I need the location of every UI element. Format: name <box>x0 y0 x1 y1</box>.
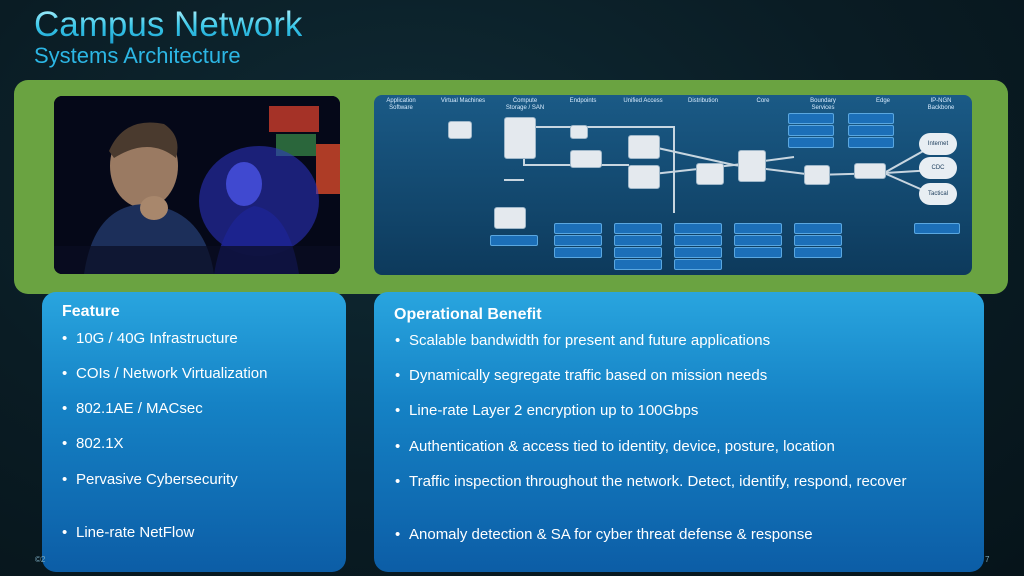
column-header: Core <box>756 98 770 104</box>
benefit-item: •Anomaly detection & SA for cyber threat… <box>395 526 813 543</box>
core-switch-icon <box>738 150 766 182</box>
diagram-box <box>734 235 782 246</box>
column-header: Boundary Services <box>810 98 836 111</box>
slide-title-block: Campus Network Systems Architecture <box>34 6 302 68</box>
diagram-box <box>490 235 538 246</box>
column-header: Compute Storage / SAN <box>505 98 545 111</box>
endpoint-group-icon <box>570 150 602 168</box>
feature-item: •802.1AE / MACsec <box>62 400 203 417</box>
diagram-box <box>794 223 842 234</box>
diagram-box <box>614 235 662 246</box>
diagram-box <box>614 247 662 258</box>
diagram-box <box>734 247 782 258</box>
diagram-box <box>848 125 894 136</box>
benefit-heading: Operational Benefit <box>394 306 542 323</box>
feature-item: •COIs / Network Virtualization <box>62 365 268 382</box>
page-number: 7 <box>985 555 990 564</box>
column-header: IP-NGN Backbone <box>927 98 955 111</box>
column-header: Edge <box>875 98 890 104</box>
column-header: Application Software <box>386 98 416 111</box>
feature-item: •10G / 40G Infrastructure <box>62 330 238 347</box>
slide-title: Campus Network <box>34 5 303 44</box>
diagram-box <box>794 247 842 258</box>
diagram-box <box>794 235 842 246</box>
column-header: Distribution <box>687 98 718 104</box>
diagram-box <box>554 247 602 258</box>
feature-heading: Feature <box>62 303 120 320</box>
column-header: Unified Access <box>623 98 663 104</box>
diagram-box <box>734 223 782 234</box>
diagram-box <box>614 223 662 234</box>
server-rack-icon <box>504 117 536 159</box>
benefit-card: Operational Benefit •Scalable bandwidth … <box>374 292 984 572</box>
diagram-box <box>788 137 834 148</box>
diagram-box <box>614 259 662 270</box>
operator-photo-illustration <box>54 96 340 274</box>
diagram-box <box>674 223 722 234</box>
diagram-box <box>914 223 960 234</box>
diagram-box <box>554 235 602 246</box>
feature-item: •802.1X <box>62 435 124 452</box>
diagram-box <box>848 137 894 148</box>
cdc-cloud: CDC <box>919 157 957 179</box>
internet-cloud: Internet <box>919 133 957 155</box>
benefit-item: •Dynamically segregate traffic based on … <box>395 367 768 384</box>
endpoint-icon <box>570 125 588 139</box>
column-header: Virtual Machines <box>440 98 486 104</box>
feature-item: •Pervasive Cybersecurity <box>62 471 238 488</box>
feature-item: •Line-rate NetFlow <box>62 524 195 541</box>
architecture-diagram: Application Software Virtual Machines Co… <box>374 95 972 275</box>
diagram-box <box>674 259 722 270</box>
storage-icon <box>494 207 526 229</box>
distribution-switch-icon <box>696 163 724 185</box>
access-switch-icon <box>628 165 660 189</box>
diagram-box <box>788 125 834 136</box>
diagram-box <box>554 223 602 234</box>
diagram-box <box>674 235 722 246</box>
access-switch-icon <box>628 135 660 159</box>
edge-router-icon <box>854 163 886 179</box>
diagram-box <box>788 113 834 124</box>
diagram-box <box>674 247 722 258</box>
diagram-box <box>848 113 894 124</box>
benefit-item: •Line-rate Layer 2 encryption up to 100G… <box>395 402 699 419</box>
benefit-item: •Authentication & access tied to identit… <box>395 438 835 455</box>
slide-subtitle: Systems Architecture <box>34 43 241 68</box>
vm-icon <box>448 121 472 139</box>
benefit-item: •Scalable bandwidth for present and futu… <box>395 332 771 349</box>
footer-copyright: ©2 <box>35 555 46 564</box>
benefit-item: •Traffic inspection throughout the netwo… <box>395 473 907 490</box>
firewall-icon <box>804 165 830 185</box>
feature-card: Feature •10G / 40G Infrastructure •COIs … <box>42 292 346 572</box>
column-header: Endpoints <box>569 98 597 104</box>
tactical-cloud: Tactical <box>919 183 957 205</box>
operator-photo <box>54 96 340 274</box>
